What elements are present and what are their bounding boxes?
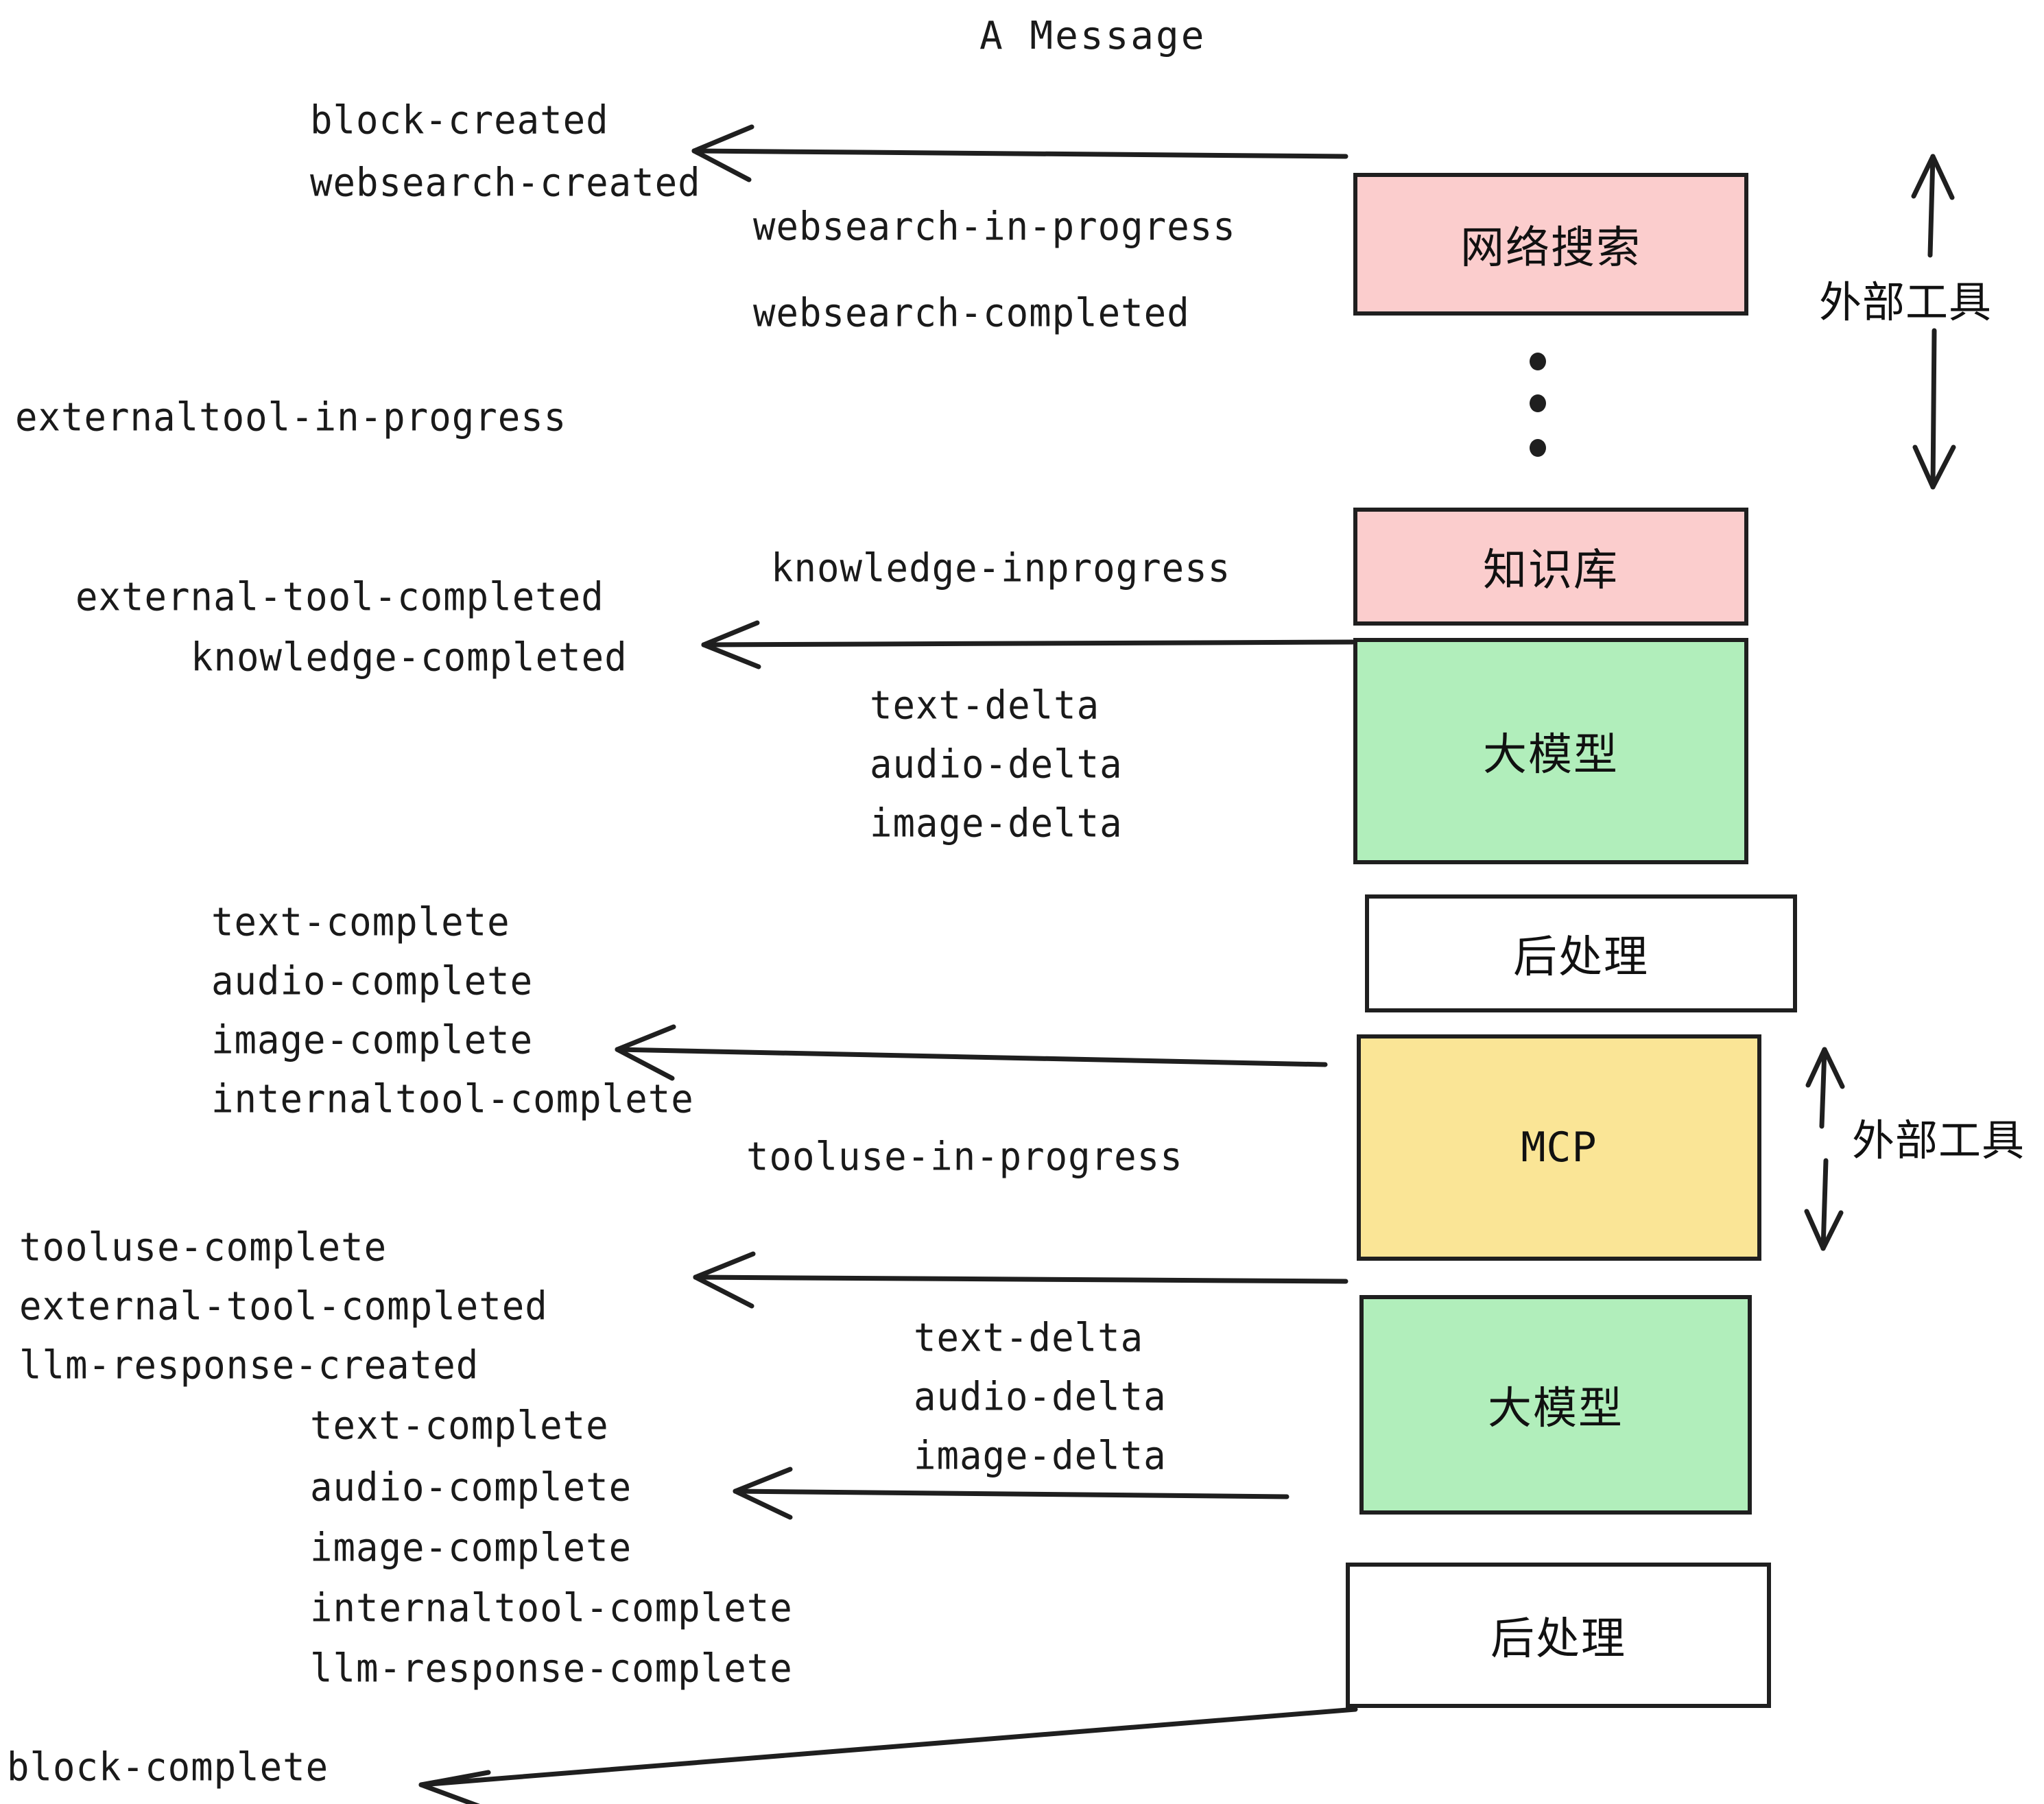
arrow-llm2-to-events bbox=[733, 1467, 1290, 1520]
event-websearch-created: websearch-created bbox=[310, 159, 701, 206]
event-audio-delta-1: audio-delta bbox=[870, 741, 1123, 787]
external-tools-label-bottom: 外部工具 bbox=[1852, 1115, 2025, 1165]
event-audio-complete-2: audio-complete bbox=[310, 1464, 632, 1510]
event-internaltool-complete-2: internaltool-complete bbox=[310, 1585, 793, 1631]
box-mcp-label: MCP bbox=[1521, 1124, 1597, 1172]
event-knowledge-completed: knowledge-completed bbox=[191, 634, 628, 680]
event-websearch-in-progress: websearch-in-progress bbox=[753, 203, 1236, 250]
box-websearch[interactable]: 网络搜索 bbox=[1353, 173, 1748, 316]
external-tools-down-arrow-bottom bbox=[1804, 1158, 1844, 1251]
ellipsis-dot bbox=[1530, 353, 1546, 370]
box-llm-2-label: 大模型 bbox=[1488, 1384, 1624, 1434]
event-websearch-completed: websearch-completed bbox=[753, 289, 1190, 336]
event-tooluse-complete: tooluse-complete bbox=[19, 1224, 388, 1270]
external-tools-up-arrow-bottom bbox=[1805, 1047, 1845, 1129]
arrow-websearch-to-events bbox=[691, 124, 1348, 182]
box-websearch-label: 网络搜索 bbox=[1460, 223, 1641, 274]
event-block-complete: block-complete bbox=[7, 1744, 329, 1790]
event-image-complete-2: image-complete bbox=[310, 1524, 632, 1571]
arrow-knowledge-to-events bbox=[701, 620, 1355, 669]
event-external-tool-completed-2: external-tool-completed bbox=[19, 1283, 548, 1329]
box-mcp[interactable]: MCP bbox=[1357, 1034, 1761, 1261]
box-llm-1[interactable]: 大模型 bbox=[1353, 638, 1748, 864]
box-postprocess-2[interactable]: 后处理 bbox=[1346, 1563, 1771, 1708]
event-llm-response-complete: llm-response-complete bbox=[310, 1645, 793, 1692]
event-tooluse-in-progress: tooluse-in-progress bbox=[746, 1133, 1183, 1180]
external-tools-down-arrow-top bbox=[1912, 328, 1956, 490]
event-internaltool-complete-1: internaltool-complete bbox=[211, 1076, 694, 1122]
arrow-postprocess2-to-block-complete bbox=[418, 1707, 1358, 1804]
event-text-complete-1: text-complete bbox=[211, 899, 510, 945]
event-image-delta-1: image-delta bbox=[870, 800, 1123, 846]
event-external-tool-completed-1: external-tool-completed bbox=[75, 573, 604, 620]
box-llm-1-label: 大模型 bbox=[1483, 730, 1619, 781]
external-tools-up-arrow-top bbox=[1911, 154, 1955, 258]
event-block-created: block-created bbox=[310, 97, 609, 143]
diagram-title: A Message bbox=[979, 14, 1207, 58]
event-audio-complete-1: audio-complete bbox=[211, 958, 534, 1004]
arrow-postprocess-to-events bbox=[615, 1024, 1328, 1081]
box-knowledge-base-label: 知识库 bbox=[1483, 545, 1619, 596]
event-externaltool-in-progress: externaltool-in-progress bbox=[15, 394, 567, 440]
event-image-complete-1: image-complete bbox=[211, 1017, 534, 1063]
event-text-delta-1: text-delta bbox=[870, 682, 1100, 728]
external-tools-label-top: 外部工具 bbox=[1819, 277, 1993, 327]
ellipsis-dot bbox=[1530, 394, 1546, 412]
event-text-delta-2: text-delta bbox=[914, 1314, 1144, 1361]
event-llm-response-created: llm-response-created bbox=[19, 1342, 479, 1388]
event-text-complete-2: text-complete bbox=[310, 1402, 609, 1449]
box-llm-2[interactable]: 大模型 bbox=[1359, 1295, 1752, 1515]
ellipsis-dot bbox=[1530, 439, 1546, 457]
event-audio-delta-2: audio-delta bbox=[914, 1373, 1167, 1420]
event-knowledge-inprogress: knowledge-inprogress bbox=[771, 545, 1231, 591]
box-knowledge-base[interactable]: 知识库 bbox=[1353, 508, 1748, 626]
event-image-delta-2: image-delta bbox=[914, 1432, 1167, 1479]
box-postprocess-1[interactable]: 后处理 bbox=[1365, 894, 1797, 1012]
box-postprocess-2-label: 后处理 bbox=[1490, 1614, 1626, 1665]
box-postprocess-1-label: 后处理 bbox=[1513, 932, 1649, 983]
arrow-mcp-to-events bbox=[693, 1251, 1348, 1309]
